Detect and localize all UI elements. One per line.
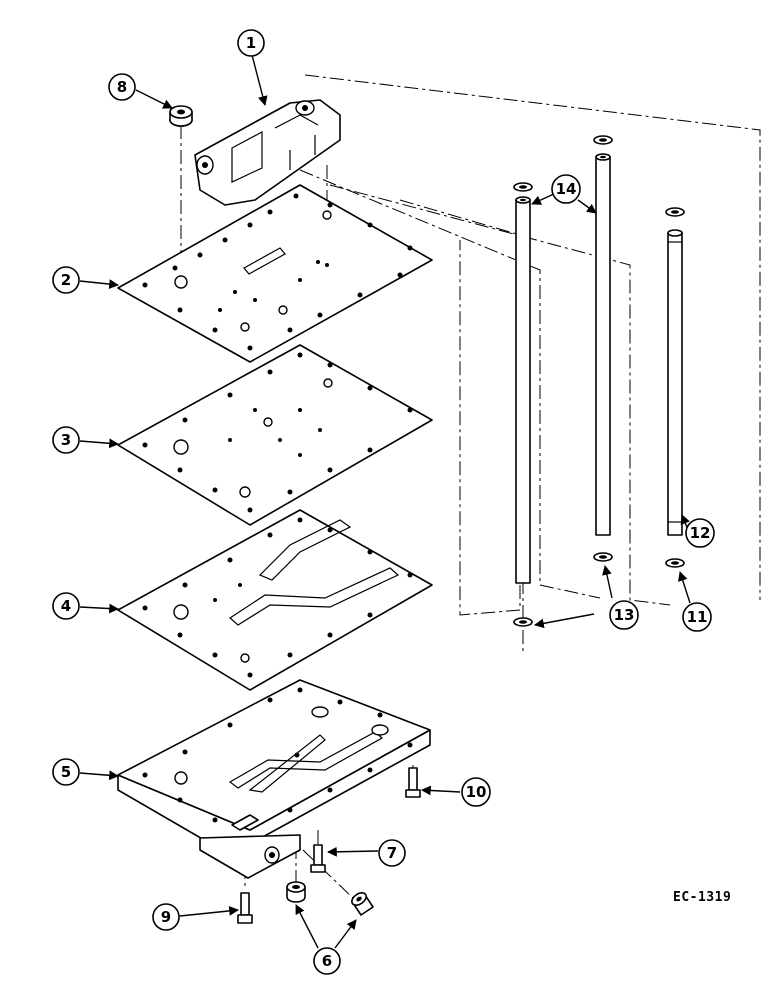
callout-12: 12: [685, 518, 715, 548]
callout-8-label: 8: [117, 78, 127, 96]
o-ring-part-11: [665, 558, 685, 568]
o-ring-part-13-left: [513, 617, 533, 627]
screw-part-10: [405, 767, 421, 798]
callout-8: 8: [108, 73, 136, 101]
callout-14-label: 14: [556, 180, 577, 198]
callout-7-label: 7: [387, 844, 397, 862]
callout-13-label: 13: [614, 606, 635, 624]
callout-2: 2: [52, 266, 80, 294]
callout-10-label: 10: [466, 783, 487, 801]
callout-6: 6: [313, 947, 341, 975]
callout-3: 3: [52, 426, 80, 454]
o-ring-part-13-middle: [593, 552, 613, 562]
callout-5-label: 5: [61, 763, 71, 781]
callout-13: 13: [609, 600, 639, 630]
callout-10: 10: [461, 777, 491, 807]
valve-body-part-1: [194, 99, 341, 206]
screw-part-7: [310, 844, 326, 873]
callout-1-label: 1: [246, 34, 256, 52]
callout-9: 9: [152, 903, 180, 931]
callout-12-label: 12: [690, 524, 711, 542]
callout-3-label: 3: [61, 431, 71, 449]
drawing-id-label: EC-1319: [673, 890, 732, 905]
separator-plate-part-2: [117, 184, 433, 363]
callout-2-label: 2: [61, 271, 71, 289]
callout-14: 14: [551, 174, 581, 204]
gasket-part-4: [117, 509, 433, 691]
plate-part-3: [117, 344, 433, 526]
callout-9-label: 9: [161, 908, 171, 926]
plug-part-6-a: [286, 881, 306, 903]
plug-part-6-b: [351, 892, 374, 916]
callout-11: 11: [682, 602, 712, 632]
leader-lines: [79, 54, 691, 949]
callout-6-label: 6: [322, 952, 332, 970]
tube-part-12: [665, 207, 685, 536]
callout-7: 7: [378, 839, 406, 867]
screw-part-9: [237, 892, 253, 924]
tube-part-14-middle: [593, 135, 613, 536]
callout-5: 5: [52, 758, 80, 786]
callout-4-label: 4: [61, 597, 71, 615]
callout-4: 4: [52, 592, 80, 620]
tube-part-14-left: [513, 182, 533, 584]
callout-1: 1: [237, 29, 265, 57]
main-plate-part-5: [117, 679, 431, 879]
plug-part-8: [169, 105, 193, 127]
callout-11-label: 11: [687, 608, 708, 626]
